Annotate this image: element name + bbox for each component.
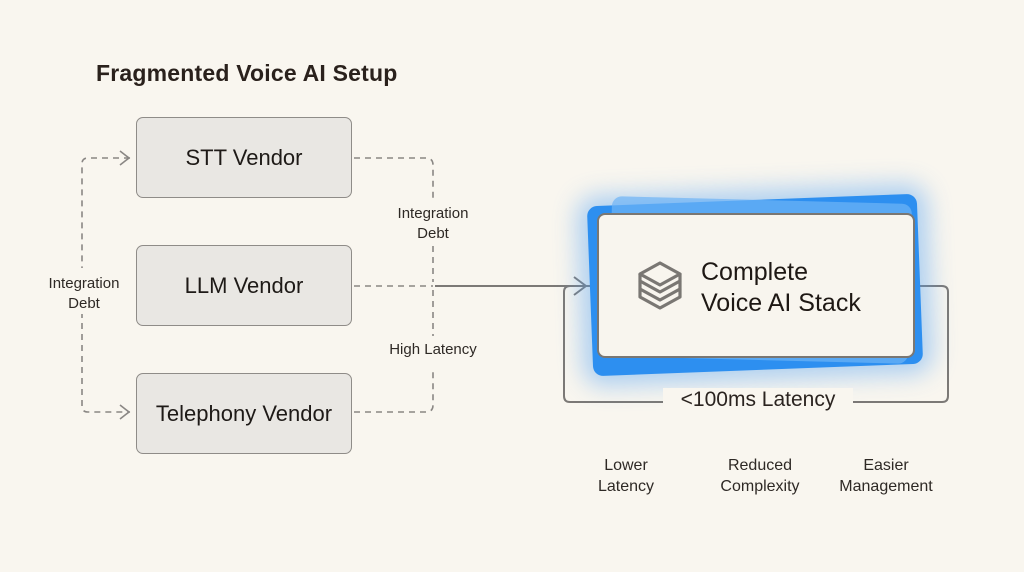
left-arrowhead-top	[119, 150, 131, 166]
left-dashed-bracket-lower	[81, 312, 130, 413]
llm-vendor-box: LLM Vendor	[136, 245, 352, 326]
stt-vendor-box: STT Vendor	[136, 117, 352, 198]
right-integration-debt-label: Integration Debt	[383, 204, 483, 244]
diagram-title: Fragmented Voice AI Setup	[96, 60, 398, 86]
layers-stack-icon	[638, 261, 682, 310]
label-line: Debt	[68, 295, 100, 312]
benefit-lower-latency: Lower Latency	[586, 455, 666, 497]
benefit-line: Management	[839, 478, 933, 495]
latency-label: <100ms Latency	[663, 388, 853, 412]
stt-dashed-connector	[354, 157, 434, 198]
stack-title: Complete Voice AI Stack	[701, 257, 861, 319]
benefit-line: Complexity	[720, 478, 800, 495]
stack-title-line2: Voice AI Stack	[701, 289, 861, 317]
benefit-easier-management: Easier Management	[826, 455, 946, 497]
complete-voice-ai-stack-card: Complete Voice AI Stack	[597, 213, 915, 358]
benefit-line: Reduced	[727, 457, 793, 474]
telephony-vendor-box: Telephony Vendor	[136, 373, 352, 454]
benefit-line: Lower	[604, 457, 648, 474]
tel-dashed-connector	[354, 368, 434, 413]
label-line: Integration	[48, 275, 120, 292]
left-integration-debt-label: Integration Debt	[38, 274, 130, 314]
stack-title-line1: Complete	[701, 258, 808, 286]
left-dashed-bracket	[81, 157, 130, 268]
benefit-reduced-complexity: Reduced Complexity	[700, 455, 820, 497]
left-arrowhead-bottom	[119, 404, 131, 420]
high-latency-label: High Latency	[378, 340, 488, 360]
benefit-line: Easier	[863, 457, 909, 474]
label-line: Debt	[417, 225, 449, 242]
label-line: Integration	[397, 205, 469, 222]
benefit-line: Latency	[597, 478, 655, 495]
